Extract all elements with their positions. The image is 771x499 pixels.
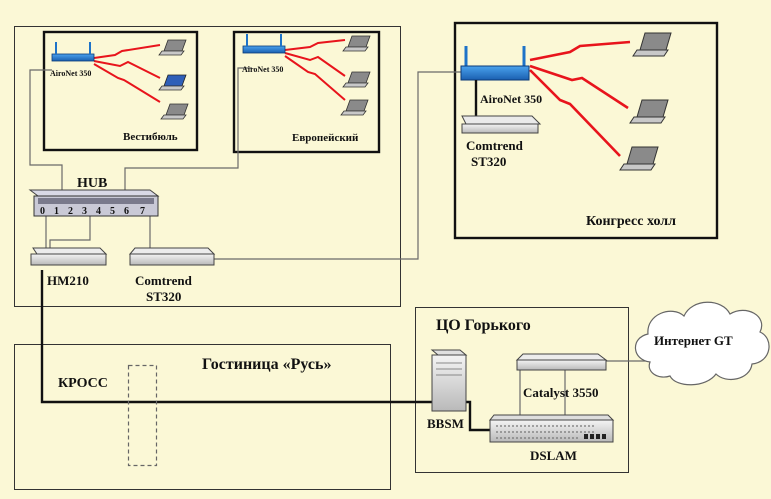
building-outline — [14, 26, 401, 307]
trunk-link — [40, 270, 490, 432]
hub-port-4: 4 — [96, 206, 101, 217]
modem-icon — [461, 115, 542, 134]
laptop-icon — [619, 146, 659, 171]
zone-european-box — [232, 30, 381, 154]
hm210-label: HM210 — [47, 273, 89, 288]
catalyst-label: Catalyst 3550 — [523, 385, 598, 400]
zone-co-box — [415, 307, 629, 473]
bbsm-label: BBSM — [427, 416, 464, 431]
hub-icon — [28, 189, 160, 217]
zone-european-label: Европейский — [292, 132, 359, 144]
zone-vestibule-box — [42, 30, 199, 152]
switch-icon — [515, 353, 608, 371]
laptop-icon — [632, 32, 672, 57]
hub-port-7: 7 — [140, 206, 145, 217]
kross-box — [127, 364, 158, 467]
laptop-icon — [158, 39, 187, 56]
comtrend-label: Comtrend — [466, 138, 524, 153]
comtrend-label: Comtrend — [135, 273, 193, 288]
hub-port-3: 3 — [82, 206, 87, 217]
laptop-icon — [158, 74, 187, 91]
vestibule-radio-links — [93, 44, 161, 103]
dslam-label: DSLAM — [530, 448, 577, 463]
zone-congress-label: Конгресс холл — [586, 214, 676, 229]
hub-port-2: 2 — [68, 206, 73, 217]
zone-co-label: ЦО Горького — [436, 317, 531, 334]
server-icon — [430, 349, 468, 412]
hub-port-5: 5 — [110, 206, 115, 217]
zone-vestibule-label: Вестибюль — [123, 131, 178, 143]
aironet-label: AiroNet 350 — [50, 69, 91, 78]
dslam-icon — [488, 414, 615, 443]
zone-hotel-label: Гостиница «Русь» — [202, 356, 331, 373]
laptop-icon — [340, 99, 369, 116]
zone-hotel-box — [14, 344, 391, 490]
aironet-label: AiroNet 350 — [242, 65, 283, 74]
hm210-icon — [30, 247, 108, 266]
laptop-icon — [629, 99, 669, 124]
st320-label: ST320 — [146, 289, 181, 304]
hub-label: HUB — [77, 176, 107, 191]
cloud-icon — [634, 301, 770, 386]
laptop-icon — [342, 71, 371, 88]
access-point-icon — [51, 41, 95, 62]
access-point-icon — [460, 46, 530, 81]
internet-label: Интернет GT — [654, 333, 733, 348]
hub-port-labels: 0 1 2 3 4 5 6 7 — [40, 206, 145, 217]
access-point-icon — [242, 33, 286, 54]
congress-radio-links — [529, 40, 631, 157]
hub-port-0: 0 — [40, 206, 45, 217]
kross-label: КРОСС — [58, 376, 108, 391]
hub-port-1: 1 — [54, 206, 59, 217]
aironet-label: AiroNet 350 — [480, 92, 542, 106]
st320-label: ST320 — [471, 154, 506, 169]
zone-congress-box — [453, 21, 719, 240]
laptop-icon — [160, 103, 189, 120]
thin-links — [29, 67, 650, 415]
european-radio-links — [284, 39, 346, 101]
hub-port-6: 6 — [124, 206, 129, 217]
modem-icon — [128, 247, 216, 266]
laptop-icon — [342, 35, 371, 52]
